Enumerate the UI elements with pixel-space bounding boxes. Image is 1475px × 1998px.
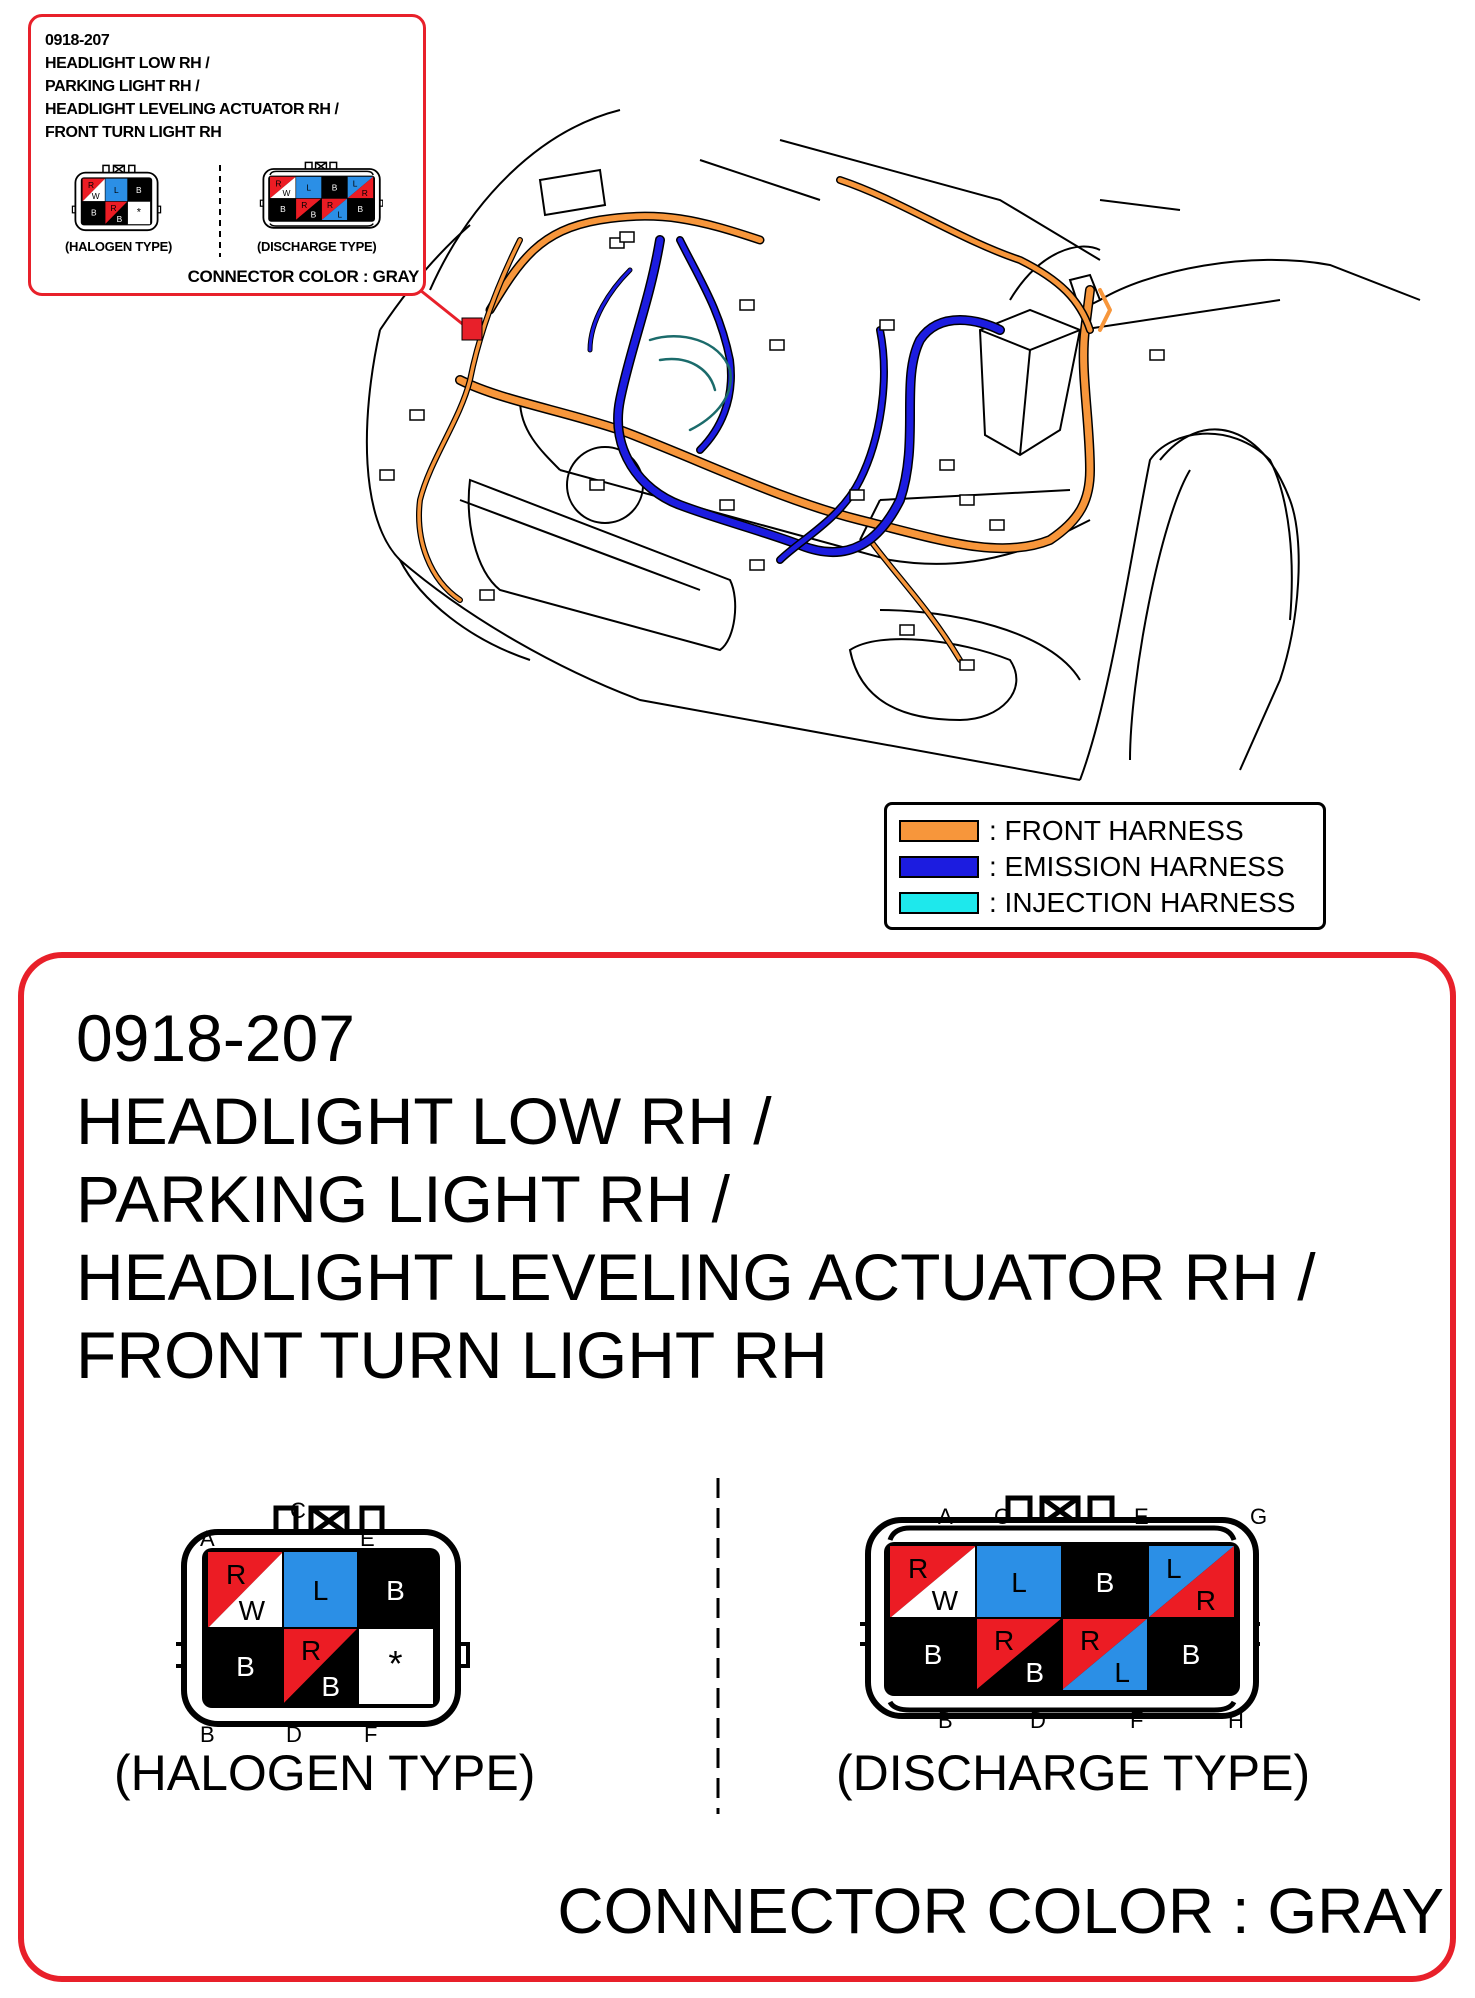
terminal-cell-d-stripe [283, 1628, 358, 1704]
terminal-wire-label: B [1096, 1567, 1115, 1598]
discharge-terminal-e: E [1134, 1504, 1149, 1529]
terminal-wire-label: R [1196, 1585, 1216, 1616]
discharge-terminal-g: G [1250, 1504, 1268, 1529]
terminal-cell-c [283, 1552, 358, 1628]
halogen-type-label: (HALOGEN TYPE) [114, 1745, 536, 1801]
terminal-wire-label: L [313, 1575, 329, 1606]
terminal-cell-c [976, 1546, 1062, 1618]
terminal-cell-h [1148, 1618, 1234, 1690]
harness-legend: : FRONT HARNESS : EMISSION HARNESS : INJ… [884, 802, 1326, 930]
callout-small-name-line: HEADLIGHT LEVELING ACTUATOR RH / [45, 101, 339, 118]
connector-color-small: CONNECTOR COLOR : GRAY [187, 267, 420, 286]
discharge-terminal-d: D [1030, 1708, 1046, 1733]
legend-label: : EMISSION HARNESS [989, 851, 1285, 882]
terminal-wire-label: L [1011, 1567, 1027, 1598]
terminal-cell-d-stripe [976, 1618, 1062, 1690]
discharge-connector-thumbnail [259, 161, 383, 229]
connector-name-line: PARKING LIGHT RH / [76, 1162, 731, 1236]
connector-color-label: CONNECTOR COLOR : GRAY [557, 1875, 1444, 1947]
legend-swatch [899, 892, 979, 914]
terminal-wire-label: B [386, 1575, 405, 1606]
connector-callout-small: 0918-207 HEADLIGHT LOW RH / PARKING LIGH… [28, 14, 426, 296]
legend-item-injection-harness: : INJECTION HARNESS [899, 885, 1311, 921]
terminal-wire-label: L [1114, 1657, 1130, 1688]
terminal-cell-a-stripe [208, 1552, 283, 1628]
terminal-wire-label: B [1182, 1639, 1201, 1670]
terminal-cell-e [1062, 1546, 1148, 1618]
legend-item-emission-harness: : EMISSION HARNESS [899, 849, 1311, 885]
terminal-wire-label: W [239, 1595, 266, 1626]
terminal-cell-b [208, 1628, 283, 1704]
type-divider [716, 1478, 720, 1814]
connector-name-line: HEADLIGHT LOW RH / [76, 1084, 772, 1158]
callout-small-name-line: FRONT TURN LIGHT RH [45, 124, 222, 141]
halogen-terminal-a: A [200, 1526, 215, 1551]
terminal-cell-e [358, 1552, 433, 1628]
halogen-terminal-c: C [290, 1498, 306, 1523]
terminal-wire-label: B [1025, 1657, 1044, 1688]
terminal-wire-label: * [388, 1643, 402, 1684]
callout-small-name-line: PARKING LIGHT RH / [45, 78, 200, 95]
discharge-type-label: (DISCHARGE TYPE) [836, 1745, 1311, 1801]
terminal-wire-label: B [321, 1671, 340, 1702]
terminal-wire-label: R [994, 1625, 1014, 1656]
connector-detail-panel: 0918-207 HEADLIGHT LOW RH / PARKING LIGH… [18, 952, 1456, 1982]
callout-small-code: 0918-207 [45, 32, 110, 49]
terminal-cell-f-stripe [1062, 1618, 1148, 1690]
discharge-terminal-a: A [938, 1504, 953, 1529]
terminal-wire-label: R [301, 1635, 321, 1666]
terminal-wire-label: R [908, 1553, 928, 1584]
terminal-cell-f [358, 1628, 433, 1704]
legend-swatch [899, 856, 979, 878]
halogen-terminal-e: E [360, 1526, 375, 1551]
terminal-wire-label: B [236, 1651, 255, 1682]
halogen-type-label-small: (HALOGEN TYPE) [65, 239, 173, 254]
halogen-terminal-b: B [200, 1722, 215, 1747]
callout-small-divider [219, 165, 221, 257]
discharge-terminal-c: C [994, 1504, 1010, 1529]
connector-code: 0918-207 [76, 1001, 355, 1075]
legend-label: : FRONT HARNESS [989, 815, 1244, 846]
halogen-terminal-f: F [364, 1722, 378, 1747]
callout-small-name-line: HEADLIGHT LOW RH / [45, 55, 210, 72]
connector-name-line: FRONT TURN LIGHT RH [76, 1318, 828, 1392]
discharge-terminal-h: H [1228, 1708, 1244, 1733]
legend-swatch [899, 820, 979, 842]
callout-small-text: 0918-207 HEADLIGHT LOW RH / PARKING LIGH… [45, 29, 339, 144]
halogen-terminal-d: D [286, 1722, 302, 1747]
legend-label: : INJECTION HARNESS [989, 887, 1296, 918]
discharge-type-label-small: (DISCHARGE TYPE) [257, 239, 377, 254]
connector-name: HEADLIGHT LOW RH / PARKING LIGHT RH / HE… [76, 1082, 1316, 1394]
terminal-wire-label: B [924, 1639, 943, 1670]
halogen-connector-thumbnail [71, 164, 162, 232]
engine-bay-illustration [365, 109, 1421, 781]
terminal-wire-label: L [1166, 1553, 1182, 1584]
terminal-wire-label: W [932, 1585, 959, 1616]
terminal-cell-b [890, 1618, 976, 1690]
discharge-terminal-f: F [1130, 1708, 1144, 1733]
terminal-wire-label: R [1080, 1625, 1100, 1656]
terminal-cell-g-stripe [1148, 1546, 1234, 1618]
connector-name-line: HEADLIGHT LEVELING ACTUATOR RH / [76, 1240, 1316, 1314]
terminal-cell-a-stripe [890, 1546, 976, 1618]
terminal-wire-label: R [226, 1559, 246, 1590]
discharge-terminal-b: B [938, 1708, 953, 1733]
legend-item-front-harness: : FRONT HARNESS [899, 813, 1311, 849]
